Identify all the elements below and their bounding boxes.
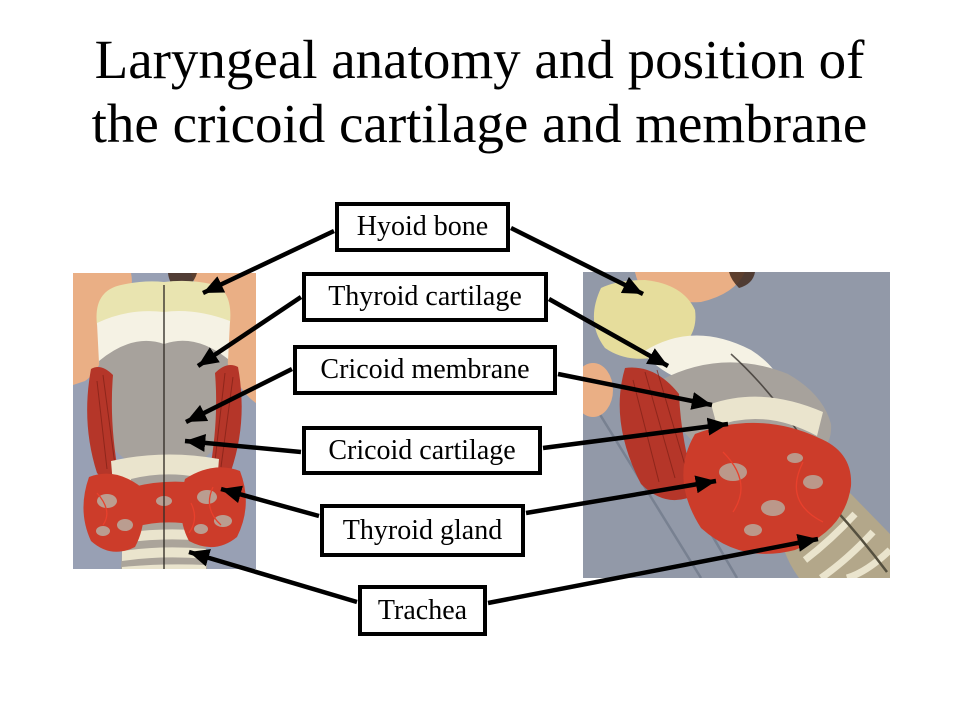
slide-title: Laryngeal anatomy and position of the cr… [0,28,959,156]
left-photo-anterior-larynx [73,273,256,569]
label-trachea: Trachea [358,585,487,636]
finger-gap-shadow [729,272,755,288]
trachea-rings [122,511,206,569]
gland-marbling [719,453,823,536]
right-photo-oblique-larynx [583,272,890,578]
gland-veins [96,486,222,534]
slide-title-line-1: Laryngeal anatomy and position of [94,29,865,90]
muscle-striations [96,372,234,470]
label-thyroid-cartilage: Thyroid cartilage [302,272,548,322]
label-hyoid-bone: Hyoid bone [335,202,510,252]
gland-veins [722,451,824,523]
label-thyroid-gland: Thyroid gland [320,504,525,557]
muscle-left [87,367,119,481]
label-cricoid-cartilage: Cricoid cartilage [302,426,542,475]
cricoid-membrane-band [711,396,823,436]
label-cricoid-membrane: Cricoid membrane [293,345,557,395]
thyroid-gland-shape [683,422,852,554]
slide-title-line-2: the cricoid cartilage and membrane [91,93,868,154]
